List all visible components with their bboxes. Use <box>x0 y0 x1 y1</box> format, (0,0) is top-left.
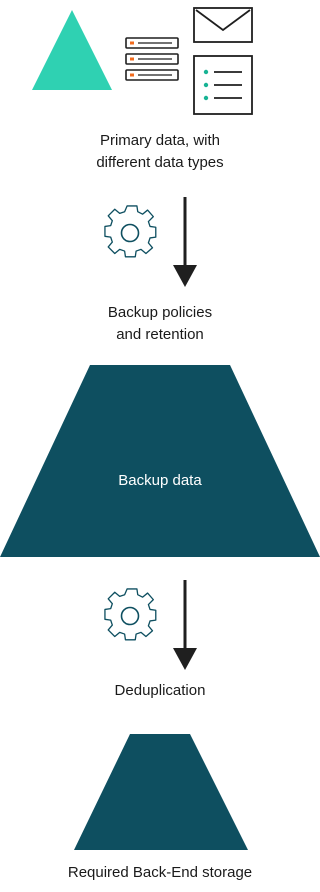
primary-data-cluster <box>0 0 320 120</box>
envelope-icon <box>193 7 253 43</box>
dedup-label: Deduplication <box>114 682 206 699</box>
backup-data-label: Backup data <box>118 472 202 489</box>
gear-icon <box>104 588 157 641</box>
storage-shape <box>0 734 320 852</box>
policies-step <box>100 195 210 290</box>
down-arrow-icon <box>173 580 197 670</box>
gear-icon <box>104 205 157 258</box>
storage-label: Required Back-End storage <box>67 864 253 881</box>
policies-label: Backup policies and retention <box>107 304 213 343</box>
list-document-icon <box>193 55 253 115</box>
down-arrow-icon <box>173 197 197 287</box>
backup-data-shape <box>0 365 320 557</box>
triangle-shape <box>32 10 112 90</box>
dedup-step <box>100 578 210 673</box>
primary-data-label: Primary data, with different data types <box>96 132 224 171</box>
